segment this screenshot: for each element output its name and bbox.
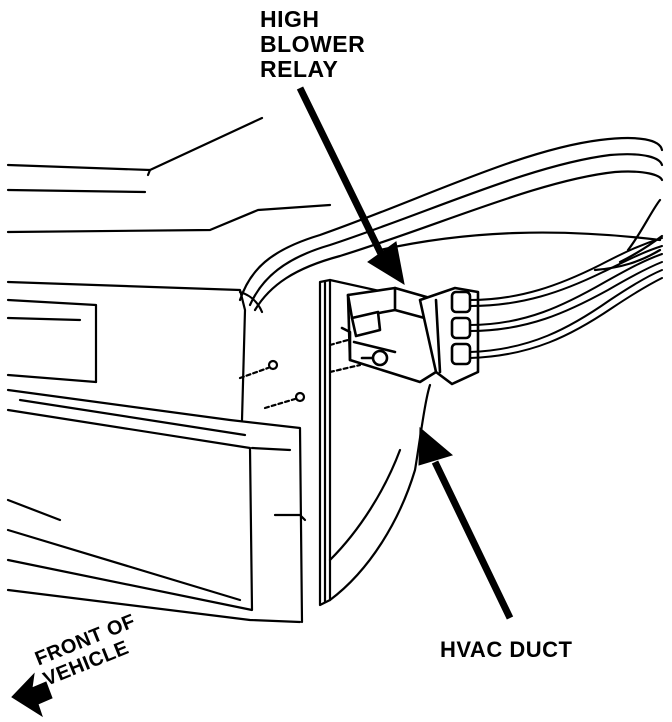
hvac-duct-label: HVAC DUCT (440, 637, 573, 662)
front-direction-arrow (11, 672, 53, 718)
mounting-screws (238, 336, 362, 410)
high-blower-relay (340, 286, 438, 384)
glovebox-upper (6, 280, 264, 422)
glovebox-lower (6, 388, 307, 624)
duct-mounting-panel (318, 278, 432, 607)
dash-curved-shell (238, 136, 664, 312)
relay-connector (418, 286, 480, 386)
relay-pointer-arrow (296, 86, 405, 286)
relay-label-line-1: HIGH (260, 6, 320, 32)
relay-label-line-2: BLOWER (260, 31, 366, 57)
wiring-harness (469, 237, 663, 359)
relay-label-line-3: RELAY (260, 56, 339, 82)
duct-pointer-arrow (418, 426, 514, 620)
dash-upper-panel (6, 116, 332, 234)
high-blower-relay-label: HIGH BLOWER RELAY (260, 7, 365, 82)
